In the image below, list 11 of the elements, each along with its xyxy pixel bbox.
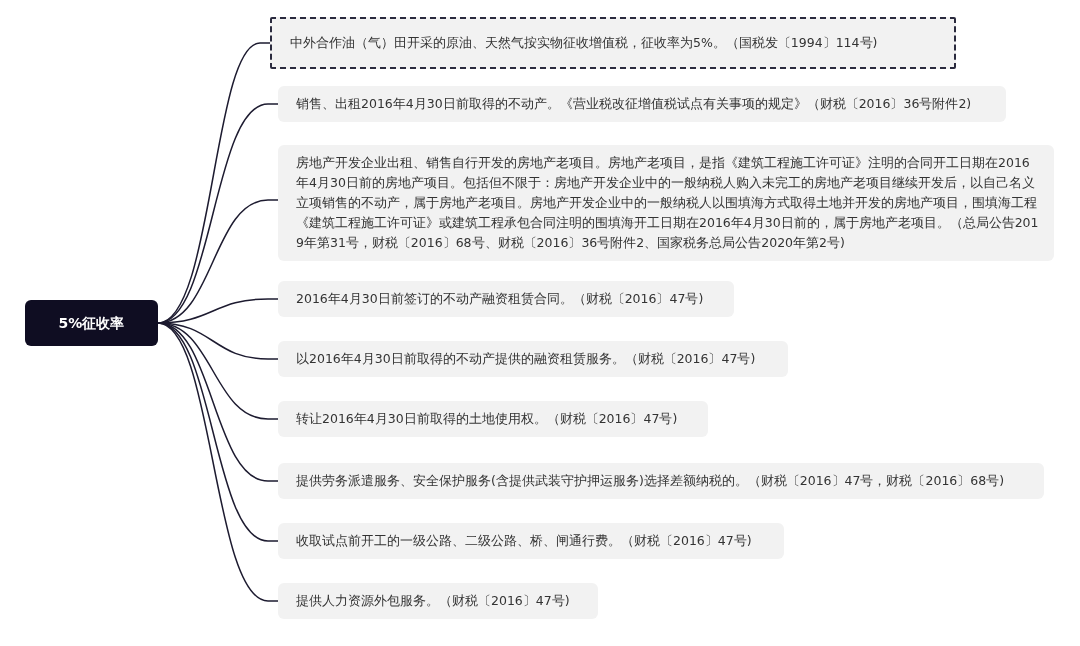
topic-box: 销售、出租2016年4月30日前取得的不动产。《营业税改征增值税试点有关事项的规定》（财税〔2016〕36号附件2) bbox=[278, 86, 1006, 122]
topic-box: 提供劳务派遣服务、安全保护服务(含提供武装守护押运服务)选择差额纳税的。（财税〔2016〕47号，财税〔2016〕68号) bbox=[278, 463, 1044, 499]
topic-box: 提供人力资源外包服务。（财税〔2016〕47号) bbox=[278, 583, 598, 619]
topic-box: 中外合作油（气）田开采的原油、天然气按实物征收增值税，征收率为5%。（国税发〔1994〕114号) bbox=[270, 17, 956, 69]
topic-box: 2016年4月30日前签订的不动产融资租赁合同。（财税〔2016〕47号) bbox=[278, 281, 734, 317]
topic-box: 转让2016年4月30日前取得的土地使用权。（财税〔2016〕47号) bbox=[278, 401, 708, 437]
topic-box: 收取试点前开工的一级公路、二级公路、桥、闸通行费。（财税〔2016〕47号) bbox=[278, 523, 784, 559]
topic-box: 房地产开发企业出租、销售自行开发的房地产老项目。房地产老项目，是指《建筑工程施工许可证》注明的合同开工日期在2016年4月30日前的房地产项目。包括但不限于：房地产开发企业中的一般纳税人购入未完工的房地产老项目继续开发后，以自己名义立项销售的不动产，属于房地产老项目。房地产开发企业中的一般纳税人以围填海方式取得土地并开发的房地产项目，围填海工程《建筑工程施工许可证》或建筑工程承包合同注明的围填海开工日期在2016年4月30日前的，属于房地产老项目。（总局公告2019年第31号，财税〔2016〕68号、财税〔2016〕36号附件2、国家税务总局公告2020年第2号) bbox=[278, 145, 1054, 261]
connector bbox=[157, 322, 279, 602]
root-topic-box: 5%征收率 bbox=[25, 300, 158, 346]
topic-box: 以2016年4月30日前取得的不动产提供的融资租赁服务。（财税〔2016〕47号) bbox=[278, 341, 788, 377]
